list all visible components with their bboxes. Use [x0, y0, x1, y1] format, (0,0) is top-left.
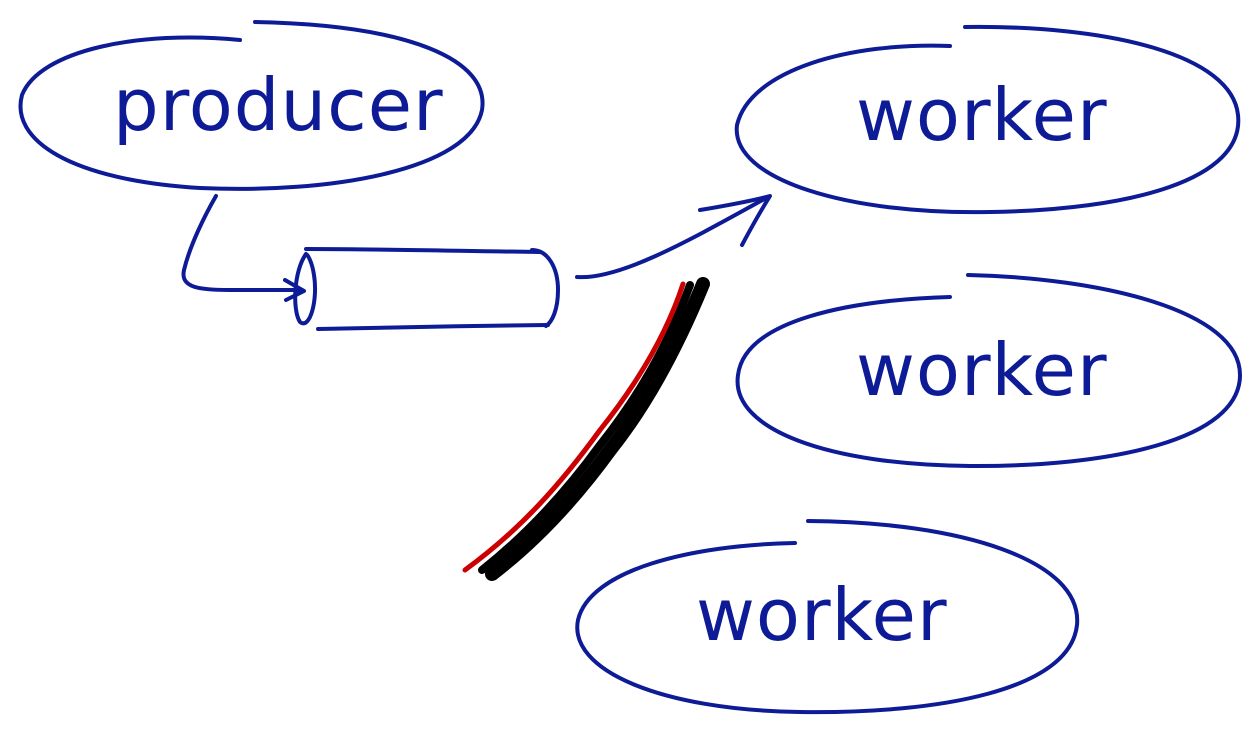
- queue-top-edge: [304, 247, 542, 254]
- queue-cylinder: [293, 247, 560, 331]
- worker-3-label: worker: [696, 573, 948, 657]
- arrowhead-queue-icon: [283, 278, 306, 302]
- worker-node-3: worker: [575, 519, 1080, 715]
- black-stroke: [485, 277, 710, 581]
- producer-ellipse: [18, 20, 485, 191]
- black-stroke-2: [478, 281, 694, 574]
- worker-2-ellipse: [735, 273, 1242, 469]
- cut-marks: [462, 277, 710, 581]
- edge-queue-worker1-line: [575, 195, 770, 280]
- queue-bottom-edge: [316, 323, 550, 331]
- queue-right-cap: [530, 248, 560, 328]
- red-stroke: [462, 281, 686, 573]
- edge-producer-queue-line: [181, 194, 304, 292]
- arrowhead-worker-icon: [698, 194, 772, 247]
- producer-node: producer: [18, 20, 485, 191]
- worker-3-ellipse: [575, 519, 1080, 715]
- worker-2-label: worker: [856, 328, 1108, 412]
- edge-producer-to-queue: [181, 194, 306, 302]
- producer-label: producer: [113, 63, 444, 147]
- worker-node-2: worker: [735, 273, 1242, 469]
- worker-node-1: worker: [734, 24, 1241, 215]
- worker-1-label: worker: [856, 73, 1108, 157]
- edge-queue-to-worker-1: [575, 194, 772, 280]
- worker-1-ellipse: [734, 24, 1241, 215]
